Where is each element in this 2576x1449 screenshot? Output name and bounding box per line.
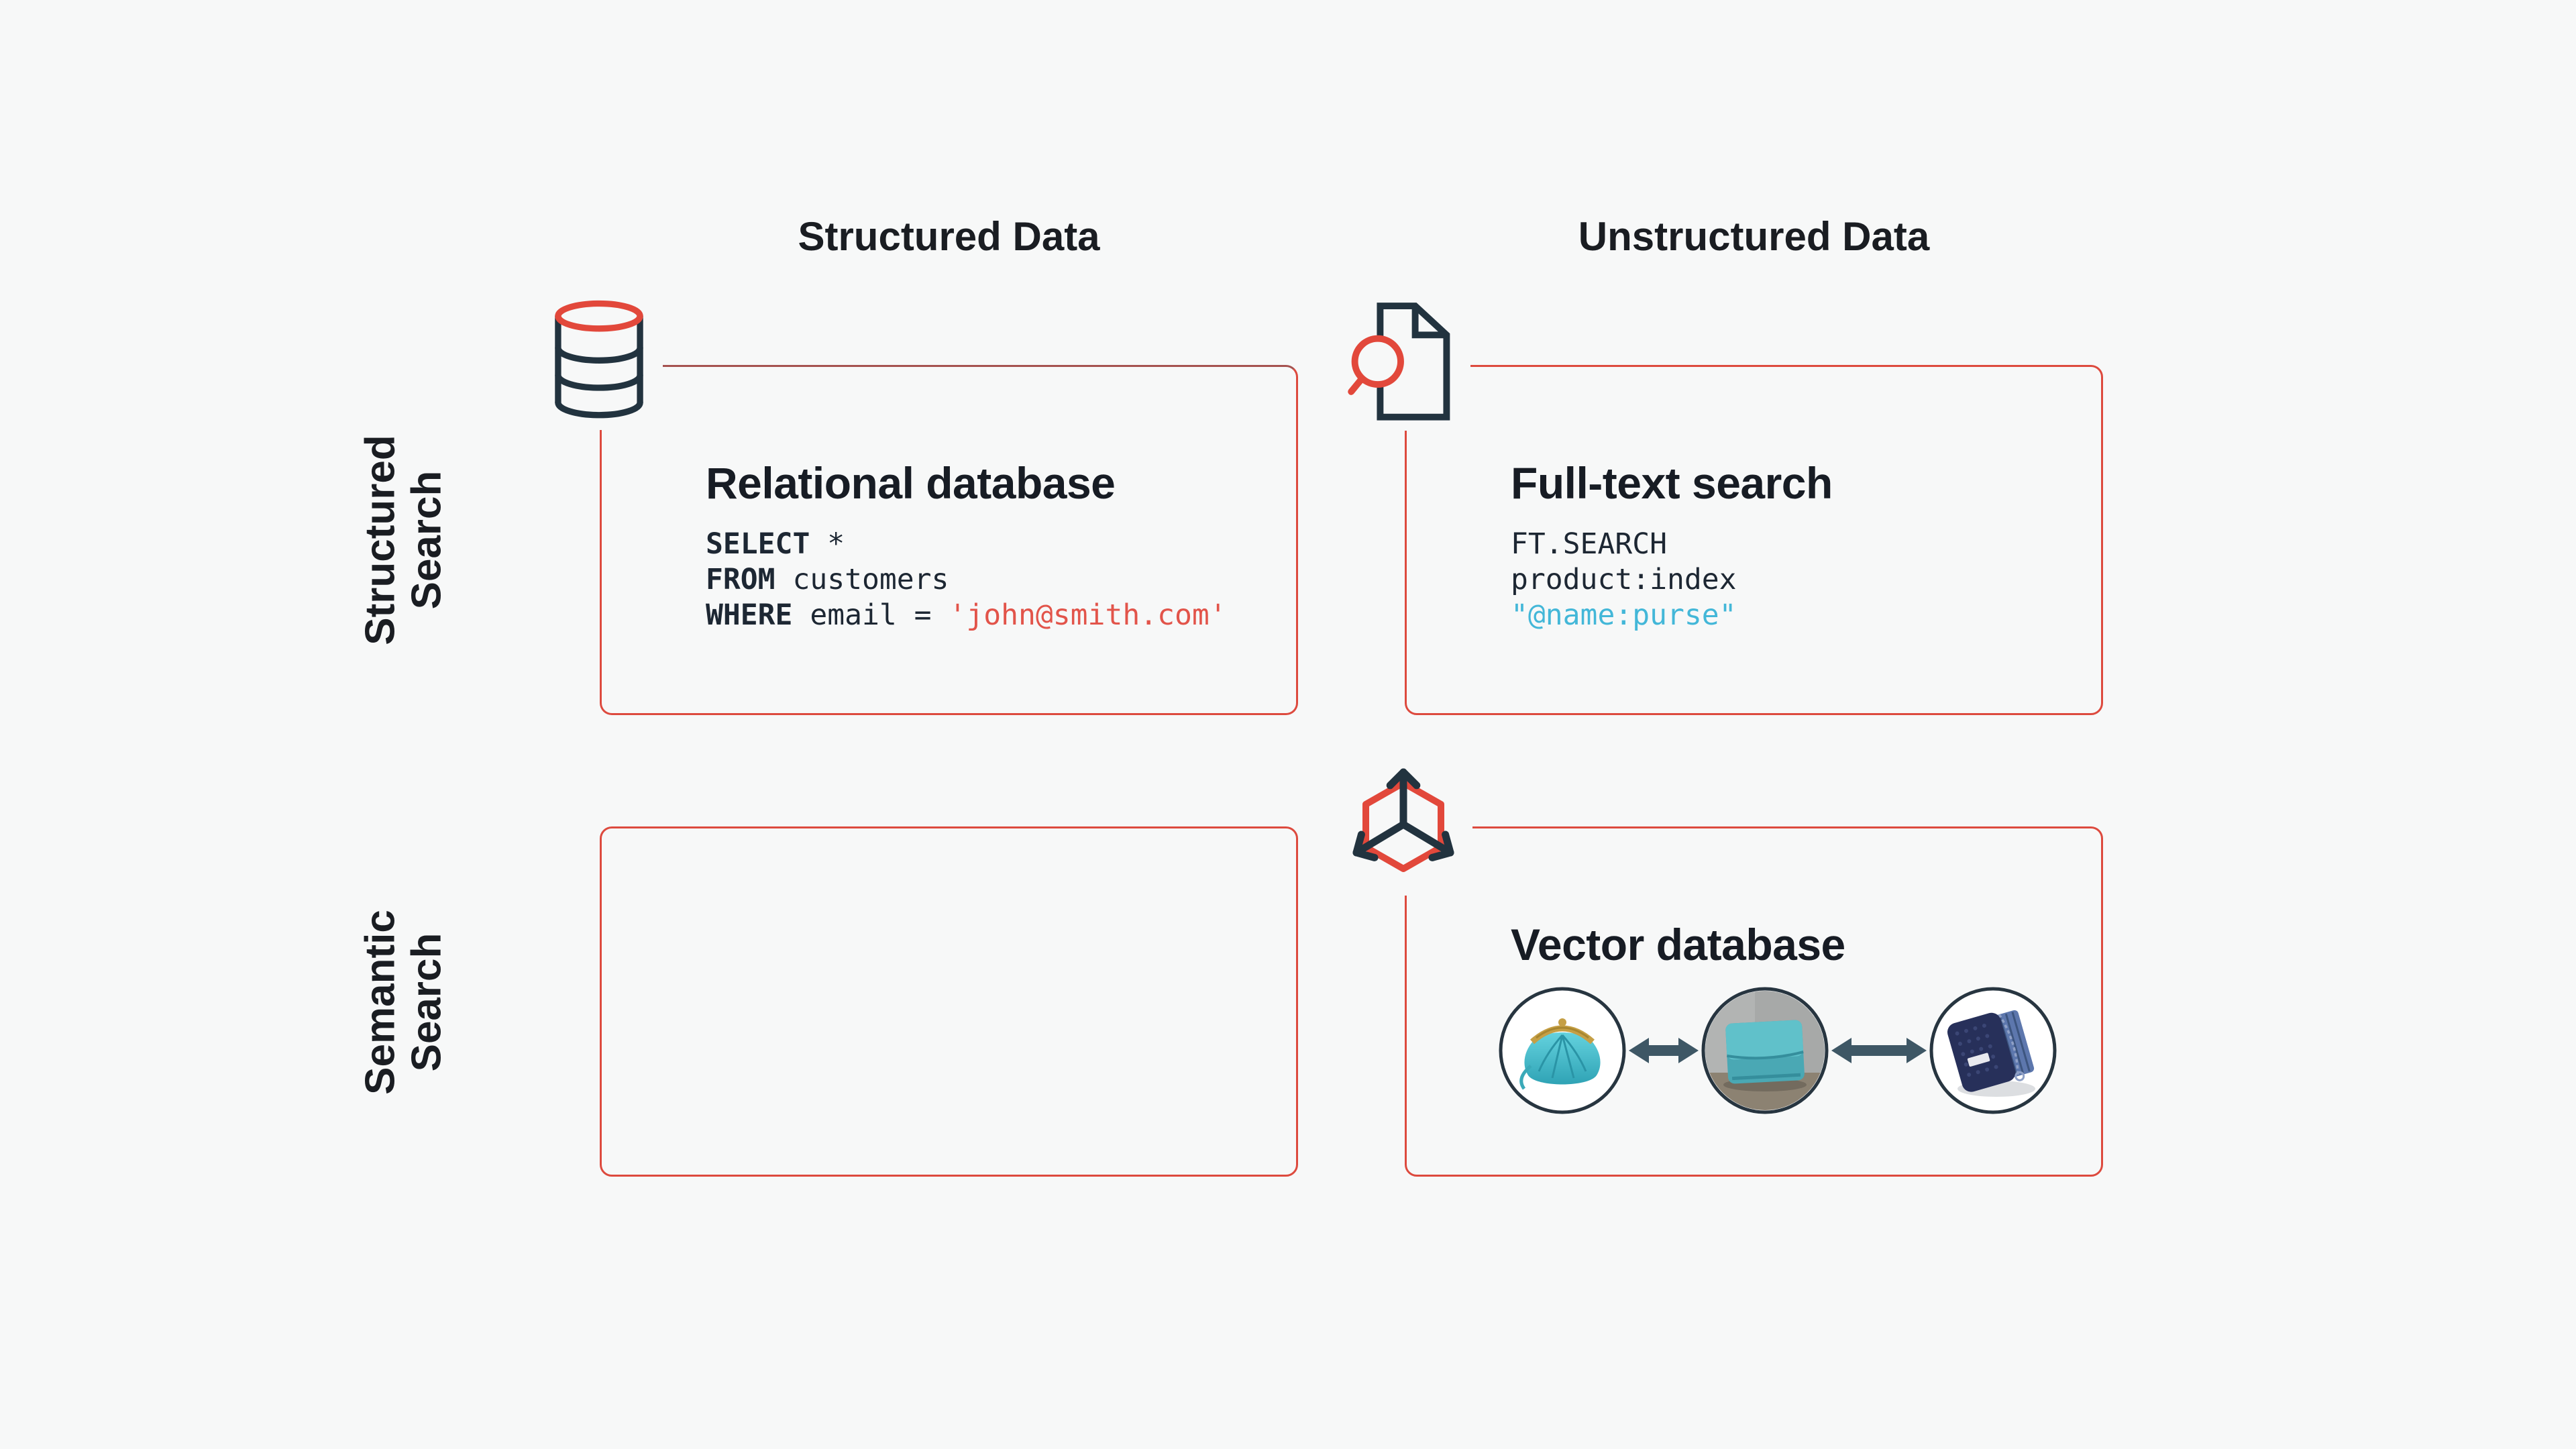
sql-text: customers (775, 562, 949, 596)
column-header-unstructured-data: Unstructured Data (1578, 214, 1930, 259)
relational-database-box: Relational database SELECT * FROM custom… (600, 365, 1298, 715)
navy-zip-wallet-image (1929, 987, 2057, 1114)
column-header-structured-data: Structured Data (798, 214, 1100, 259)
teal-clutch-purse-image (1499, 987, 1626, 1114)
similarity-arrow-icon (1831, 1037, 1927, 1063)
document-search-icon (1343, 297, 1470, 431)
sql-query-code: SELECT * FROM customers WHERE email = 'j… (706, 527, 1276, 633)
sql-keyword: FROM (706, 562, 775, 596)
similarity-arrow-icon (1629, 1037, 1699, 1063)
sql-text: email = (792, 598, 949, 632)
row-label-line: Search (404, 932, 450, 1072)
sql-keyword: WHERE (706, 598, 793, 632)
quadrant-title-relational: Relational database (706, 458, 1116, 508)
database-icon (535, 292, 663, 430)
sql-keyword: SELECT (706, 527, 810, 561)
query-term: "@name:purse" (1511, 598, 1737, 632)
query-line: FT.SEARCH (1511, 527, 1667, 561)
row-label-structured-search: Structured Search (358, 435, 451, 645)
row-label-line: Semantic (357, 910, 404, 1095)
query-line: product:index (1511, 562, 1737, 596)
row-label-line: Search (404, 470, 450, 610)
quadrant-title-vector: Vector database (1511, 920, 1845, 969)
sql-line: FROM customers (706, 562, 1276, 598)
quadrant-title-fulltext: Full-text search (1511, 458, 1833, 508)
similar-products-row (1499, 987, 2081, 1114)
sql-string-literal: 'john@smith.com' (949, 598, 1227, 632)
fulltext-query-code: FT.SEARCH product:index "@name:purse" (1511, 527, 2081, 633)
empty-quadrant-box (600, 826, 1298, 1177)
sql-text: * (810, 527, 845, 561)
vector-axes-icon (1334, 758, 1472, 896)
row-label-semantic-search: Semantic Search (358, 910, 451, 1095)
full-text-search-box: Full-text search FT.SEARCH product:index… (1405, 365, 2103, 715)
vector-database-box: Vector database (1405, 826, 2103, 1177)
sql-line: WHERE email = 'john@smith.com' (706, 598, 1276, 633)
row-label-line: Structured (357, 435, 404, 645)
teal-leather-wallet-image (1701, 987, 1829, 1114)
sql-line: SELECT * (706, 527, 1276, 562)
